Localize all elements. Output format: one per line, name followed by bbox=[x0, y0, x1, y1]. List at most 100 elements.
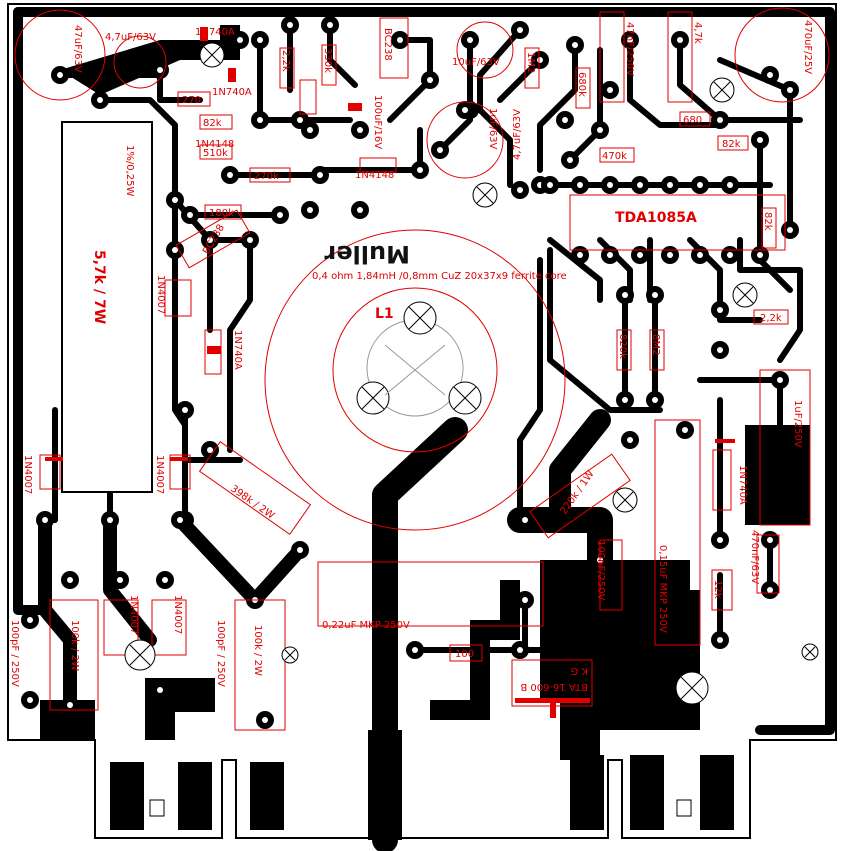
label-d-1n740a-mid: 1N740A bbox=[212, 87, 252, 98]
label-r-330k: 330k bbox=[322, 48, 333, 73]
pad-drill bbox=[247, 237, 253, 243]
inductor-outline-outer bbox=[264, 229, 566, 531]
big-resistor-body bbox=[61, 121, 153, 493]
pad-drill bbox=[227, 172, 233, 178]
pad-drill bbox=[652, 292, 658, 298]
pad-drill bbox=[27, 697, 33, 703]
pad-drill bbox=[182, 407, 188, 413]
label-r-680: 680 bbox=[683, 115, 702, 126]
pad-drill bbox=[727, 252, 733, 258]
label-r-470k: 470k bbox=[602, 151, 627, 162]
label-c-4u7-top: 4,7uF/63V bbox=[105, 32, 156, 43]
pad-drill bbox=[522, 517, 528, 523]
pad-drill bbox=[97, 97, 103, 103]
pad-drill bbox=[627, 37, 633, 43]
pad-drill bbox=[297, 117, 303, 123]
label-c-015u: 0,15uF MKP 250V bbox=[657, 545, 668, 633]
pad-drill bbox=[207, 237, 213, 243]
label-c-47n: 47nF/250V bbox=[624, 22, 635, 76]
pad-drill bbox=[697, 182, 703, 188]
pad-drill bbox=[562, 117, 568, 123]
pad-drill bbox=[357, 207, 363, 213]
pad-drill bbox=[107, 517, 113, 523]
label-note-2: 1N4148 bbox=[355, 170, 394, 181]
pad-drill bbox=[517, 187, 523, 193]
pad-drill bbox=[717, 307, 723, 313]
pad-drill bbox=[417, 167, 423, 173]
label-c-470u: 470uF/25V bbox=[802, 20, 813, 74]
pad-drill bbox=[727, 182, 733, 188]
pad-drill bbox=[757, 252, 763, 258]
pad-drill bbox=[607, 252, 613, 258]
pad-drill bbox=[462, 107, 468, 113]
pad-drill bbox=[767, 587, 773, 593]
pad-drill bbox=[517, 647, 523, 653]
pad-drill bbox=[187, 212, 193, 218]
label-r-82k-top: 82k bbox=[203, 118, 222, 129]
pad-drill bbox=[297, 547, 303, 553]
label-c-100p-right: 100pF / 250V bbox=[215, 620, 226, 687]
label-r-4k7: 4,7k bbox=[692, 22, 703, 44]
label-c-1u-250: 1uF/250V bbox=[792, 400, 803, 448]
pad-drill bbox=[767, 72, 773, 78]
pad-drill bbox=[637, 252, 643, 258]
label-c-100p-left: 100pF / 250V bbox=[9, 620, 20, 687]
label-d-1n740a-right: 1N740A bbox=[737, 465, 748, 505]
label-t-bc238-top: BC238 bbox=[382, 28, 393, 61]
inductor-outline-inner bbox=[332, 287, 498, 453]
label-d-1n4007-d: 1N4007 bbox=[155, 275, 166, 314]
label-d-1n4007-c: 1N4007 bbox=[172, 595, 183, 634]
pad-drill bbox=[67, 577, 73, 583]
label-c-022u: 0,22uF MKP 250V bbox=[322, 620, 410, 631]
pad-drill bbox=[327, 22, 333, 28]
ic-label: TDA1085A bbox=[615, 210, 697, 226]
pad-drill bbox=[667, 252, 673, 258]
pad-drill bbox=[437, 147, 443, 153]
pad-drill bbox=[547, 182, 553, 188]
slot-right bbox=[676, 799, 692, 817]
pad-drill bbox=[172, 197, 178, 203]
inductor-mount-holes bbox=[356, 301, 482, 415]
pad-drill bbox=[427, 77, 433, 83]
pad-drill bbox=[307, 207, 313, 213]
label-r-100k-right: 100k / 2W bbox=[252, 625, 263, 676]
label-r-270: 270 bbox=[182, 95, 201, 106]
pad-drill bbox=[537, 57, 543, 63]
pad-drill bbox=[287, 22, 293, 28]
pad-drill bbox=[257, 117, 263, 123]
pad-drill bbox=[237, 37, 243, 43]
label-c-470n: 470nF/63V bbox=[749, 530, 760, 584]
pad-drill bbox=[317, 172, 323, 178]
label-r-2k2: 2,2k bbox=[280, 50, 291, 72]
pad-drill bbox=[697, 252, 703, 258]
cap-10u-outline bbox=[456, 21, 514, 79]
pad-drill bbox=[57, 72, 63, 78]
triac-pins-label: K G bbox=[571, 665, 589, 676]
pad-drill bbox=[787, 227, 793, 233]
pad-drill bbox=[467, 37, 473, 43]
pad-drill bbox=[67, 702, 73, 708]
label-r-510k: 510k bbox=[203, 148, 228, 159]
inductor-ref-label: L1 bbox=[375, 306, 394, 322]
label-r-2k2-b: 2,2k bbox=[760, 313, 782, 324]
pad-drill bbox=[177, 517, 183, 523]
pad-drill bbox=[622, 397, 628, 403]
pad-drill bbox=[577, 252, 583, 258]
triac-label: BTA 16-600 B bbox=[520, 681, 588, 692]
pad-drill bbox=[567, 157, 573, 163]
pad-drill bbox=[577, 182, 583, 188]
pad-drill bbox=[607, 182, 613, 188]
label-r-12k: 12k bbox=[712, 580, 723, 599]
label-r-100: 100 bbox=[455, 649, 474, 660]
pad-drill bbox=[682, 427, 688, 433]
label-r-680k: 680k bbox=[576, 72, 587, 97]
pad-drill bbox=[622, 292, 628, 298]
label-r-820k: 820k bbox=[617, 334, 628, 359]
pad-drill bbox=[677, 37, 683, 43]
pad-drill bbox=[767, 537, 773, 543]
pad-drill bbox=[42, 517, 48, 523]
slot-left bbox=[149, 799, 165, 817]
label-d-1n4007-vert: 1N4007 bbox=[22, 455, 33, 494]
pad-drill bbox=[717, 637, 723, 643]
